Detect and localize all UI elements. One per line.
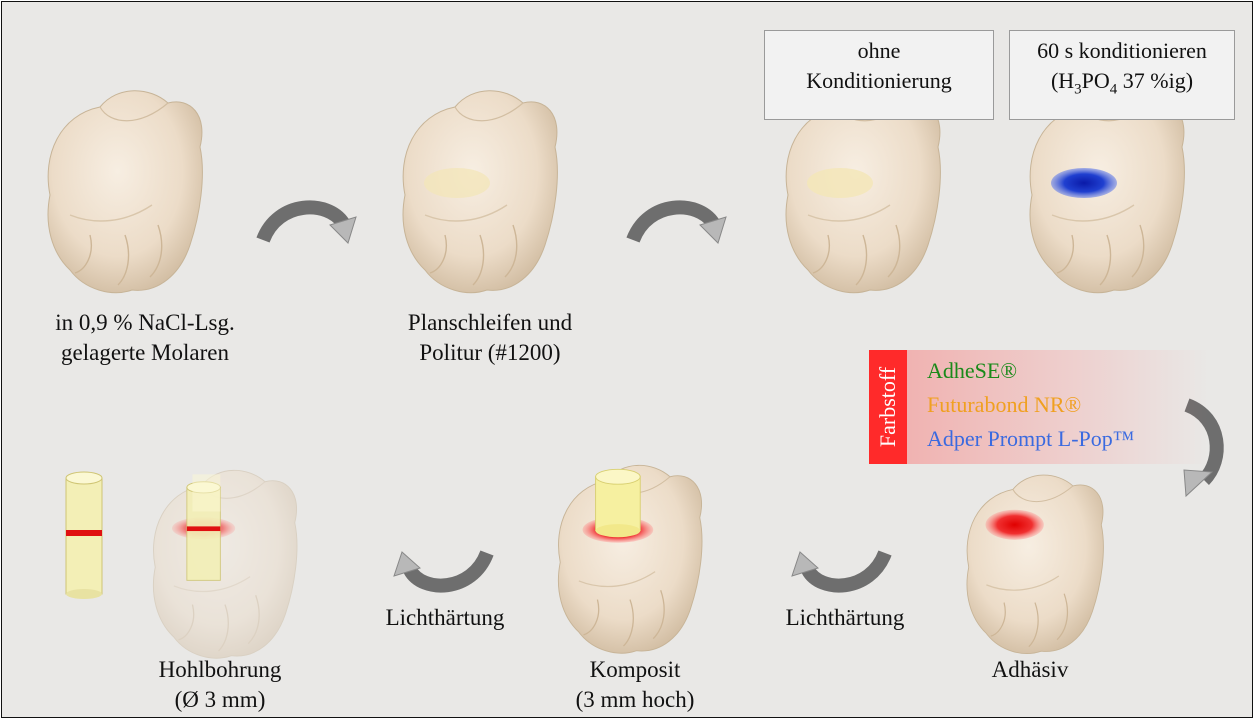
tooth-molar-2	[395, 85, 565, 300]
no-conditioning-line1: ohne	[765, 36, 993, 66]
label-light-curing-1: Lichthärtung	[355, 603, 535, 633]
arrow-adhesive-to-composite	[790, 548, 890, 598]
dye-item-adper: Adper Prompt L-Pop™	[927, 424, 1134, 454]
conditioning-line2: (H3PO4 37 %ig)	[1010, 66, 1234, 104]
tooth-molar-composite	[545, 460, 715, 660]
arrow-step1-to-step2	[258, 195, 358, 245]
label-adhesive: Adhäsiv	[960, 655, 1100, 685]
tooth-molar-adhesive	[950, 470, 1120, 660]
label-composite: Komposit (3 mm hoch)	[545, 655, 725, 715]
etched-surface	[1051, 168, 1117, 198]
label-grinding-polishing: Planschleifen und Politur (#1200)	[375, 308, 605, 368]
box-no-conditioning: ohne Konditionierung	[764, 30, 994, 120]
label-light-curing-2: Lichthärtung	[755, 603, 935, 633]
drilled-core	[187, 474, 220, 580]
composite-cylinder	[596, 469, 641, 537]
dye-item-adhese: AdheSE®	[927, 356, 1017, 386]
label-stored-molars: in 0,9 % NaCl-Lsg. gelagerte Molaren	[30, 308, 260, 368]
adhesive-spot	[986, 510, 1044, 540]
unconditioned-surface	[807, 168, 873, 198]
dye-item-futurabond: Futurabond NR®	[927, 390, 1081, 420]
box-conditioning: 60 s konditionieren (H3PO4 37 %ig)	[1009, 30, 1235, 120]
tooth-molar-drilled	[140, 465, 310, 665]
arrow-step2-to-step3	[628, 195, 728, 245]
tooth-molar-1	[40, 85, 210, 300]
arrow-composite-to-drill	[392, 548, 492, 598]
dye-tab: Farbstoff	[869, 350, 907, 464]
label-hollow-drilling: Hohlbohrung (Ø 3 mm)	[130, 655, 310, 715]
dye-tab-label: Farbstoff	[875, 367, 901, 447]
dye-legend: Farbstoff AdheSE® Futurabond NR® Adper P…	[869, 350, 1209, 464]
no-conditioning-line2: Konditionierung	[765, 66, 993, 96]
conditioning-line1: 60 s konditionieren	[1010, 36, 1234, 66]
polished-surface	[424, 168, 490, 198]
extracted-sample-cylinder	[62, 470, 112, 600]
